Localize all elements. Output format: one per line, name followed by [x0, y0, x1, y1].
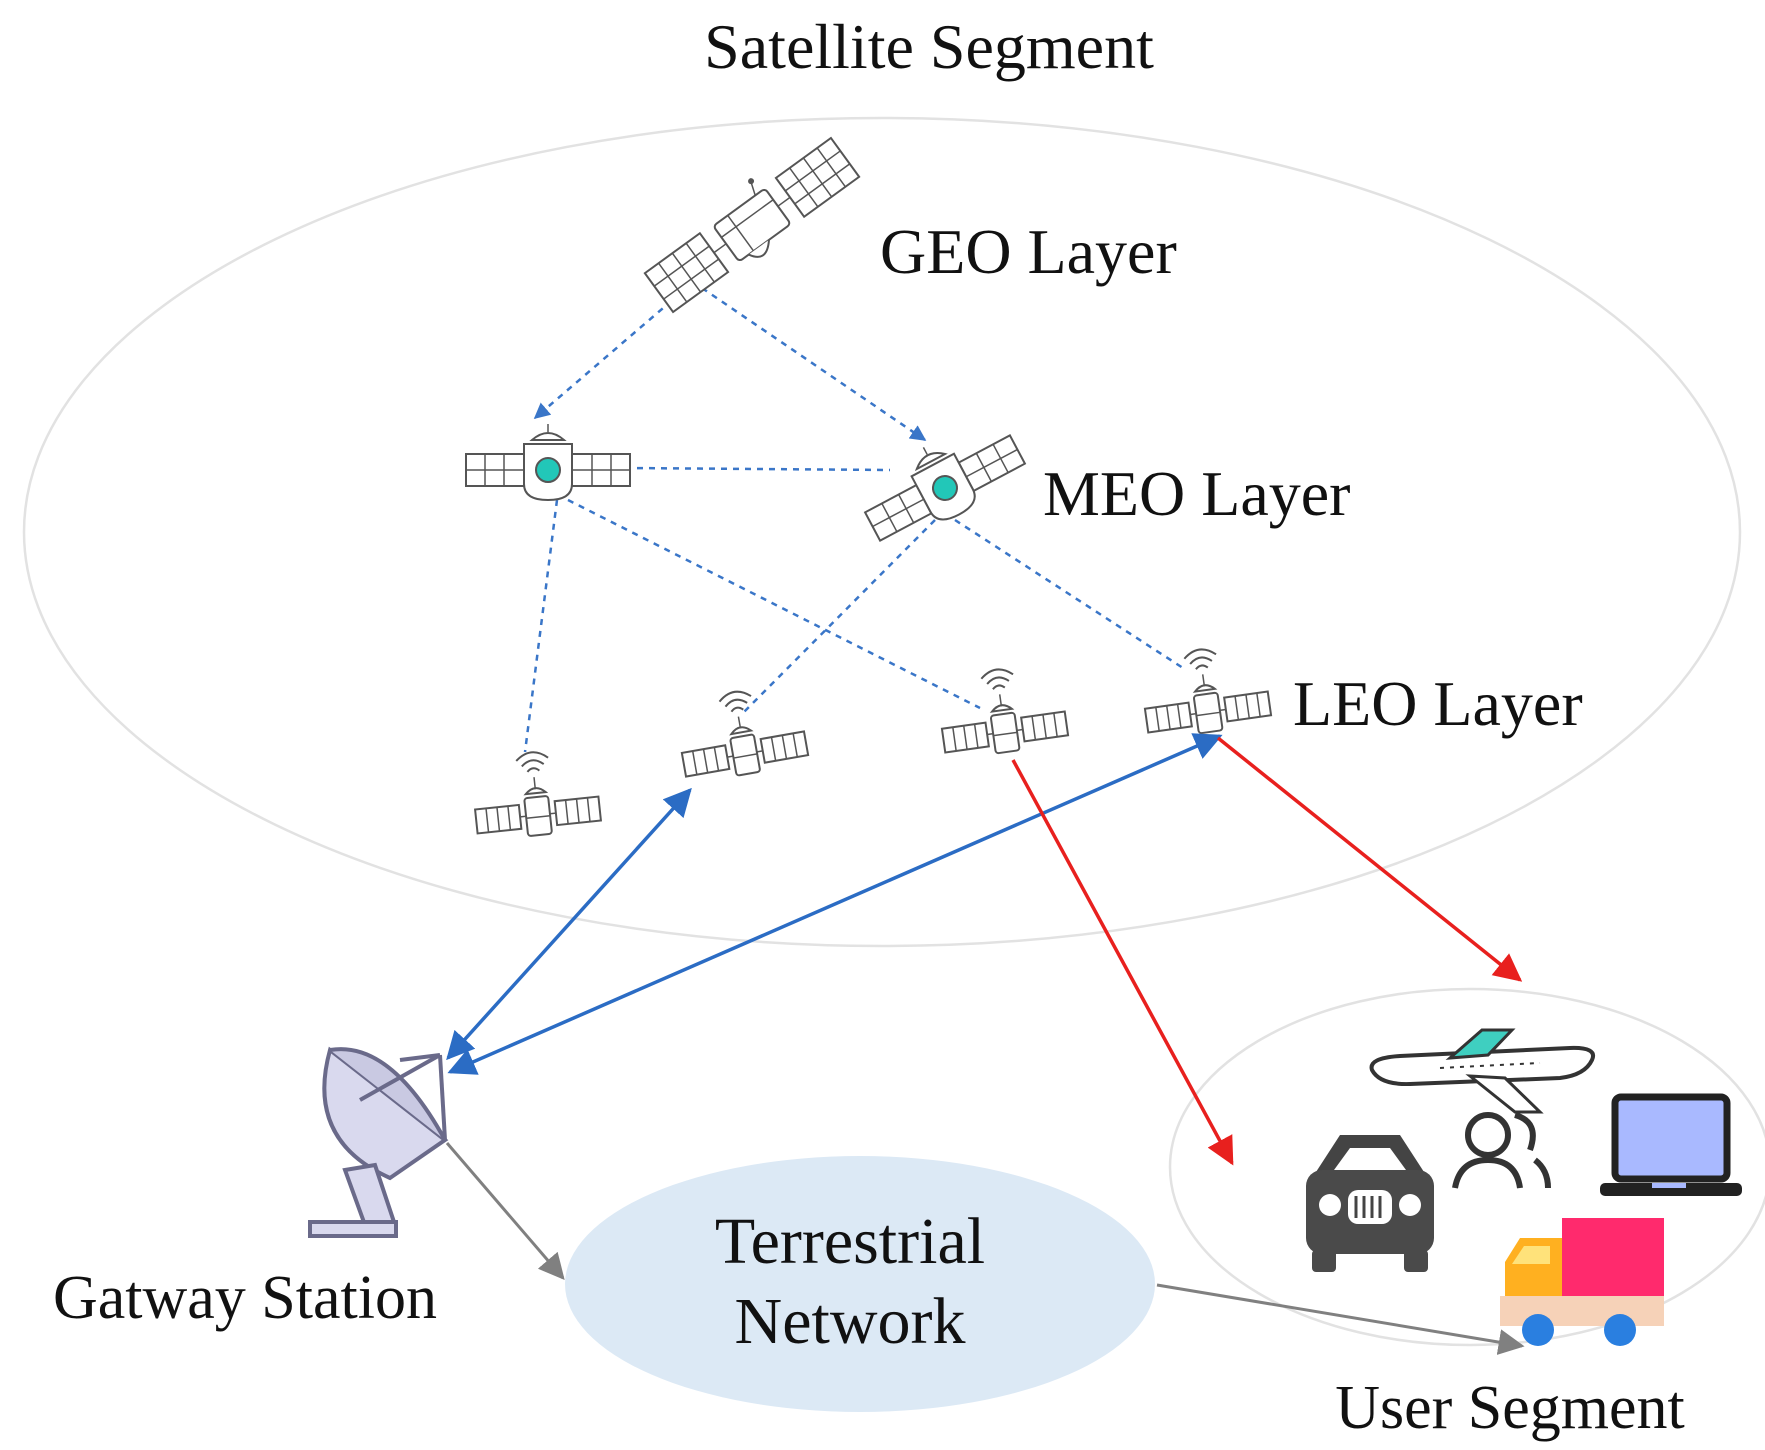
link-meo1-leo1 — [523, 499, 559, 753]
user-segment-boundary — [1168, 987, 1765, 1347]
link-meo2-leo2 — [741, 519, 936, 715]
downlink-leo3-users — [1011, 759, 1234, 1166]
user-segment-label: User Segment — [1335, 1374, 1685, 1442]
meo-satellite-icon-1 — [465, 424, 631, 502]
car-icon — [1306, 1135, 1434, 1272]
terrestrial-network-node — [565, 1156, 1155, 1412]
airplane-icon — [1369, 1028, 1595, 1114]
meo-satellite-icon-2 — [863, 434, 1027, 542]
link-geo-meo1 — [533, 284, 691, 420]
meo-layer-label: MEO Layer — [1043, 458, 1350, 529]
inter-satellite-links — [523, 284, 1184, 753]
link-meo1-leo3 — [567, 498, 981, 710]
geo-satellite-icon — [643, 136, 861, 314]
terrestrial-to-user-link — [1156, 1283, 1525, 1355]
gateway-link-leo4 — [447, 733, 1223, 1075]
link-meo2-leo4 — [954, 518, 1184, 670]
leo-satellite-icon-4 — [1136, 639, 1274, 742]
link-meo1-meo2 — [624, 466, 891, 472]
terrestrial-network-label-2: Network — [735, 1285, 966, 1358]
truck-icon — [1500, 1218, 1664, 1346]
leo-satellite-icon-1 — [468, 744, 603, 843]
gateway-dish-icon — [308, 1046, 449, 1238]
terrestrial-network-label-1: Terrestrial — [715, 1205, 985, 1278]
satellite-segment-title: Satellite Segment — [704, 11, 1154, 82]
users-icon — [1452, 1112, 1551, 1189]
laptop-icon — [1600, 1093, 1742, 1196]
link-geo-meo2 — [701, 286, 927, 442]
downlink-leo4-users — [1216, 736, 1523, 982]
leo-satellite-icon-2 — [672, 680, 811, 786]
leo-layer-label: LEO Layer — [1293, 668, 1583, 739]
leo-satellite-icon-3 — [933, 659, 1071, 762]
gateway-to-terrestrial-link — [445, 1142, 565, 1280]
gateway-station-label: Gatway Station — [53, 1264, 437, 1332]
geo-layer-label: GEO Layer — [880, 216, 1177, 287]
